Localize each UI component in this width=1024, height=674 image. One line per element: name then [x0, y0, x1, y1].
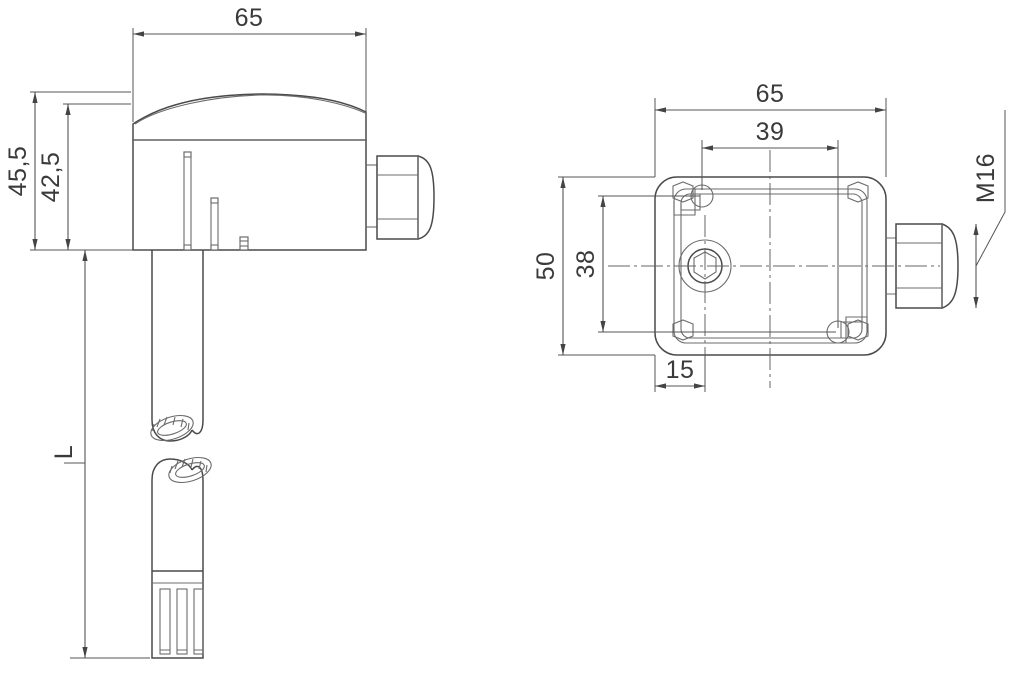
dimension-label-39: 39 [756, 118, 785, 146]
front-plan-view: 65 39 50 38 15 [532, 80, 1006, 392]
dimension-label-65-left: 65 [235, 4, 264, 32]
break-ellipse-lower [168, 456, 212, 484]
dimension-side-width-65: 65 [132, 4, 367, 122]
probe-stem-lower [151, 456, 212, 571]
dimension-label-L: L [50, 445, 78, 459]
dimension-front-offset-15: 15 [654, 355, 706, 392]
dimension-front-height-50: 50 [532, 176, 655, 356]
dimension-label-38: 38 [572, 250, 600, 279]
dimension-label-425: 42,5 [37, 152, 65, 203]
side-cable-gland [366, 155, 435, 240]
front-cable-gland [886, 223, 959, 309]
break-ellipse-upper [150, 414, 194, 442]
side-housing-body [132, 93, 367, 251]
dimension-label-455: 45,5 [4, 146, 32, 197]
dimension-label-65-right: 65 [756, 80, 785, 108]
dimension-front-width-65: 65 [654, 80, 887, 177]
side-elevation-view: 65 45,5 42,5 L [4, 4, 435, 659]
front-center-lines [608, 150, 940, 388]
dimension-gland-thread-M16: M16 [972, 110, 1006, 308]
dimension-label-50: 50 [532, 252, 560, 281]
dimension-front-holespacing-38: 38 [572, 195, 836, 333]
side-internal-posts [183, 151, 249, 251]
dimension-label-15: 15 [666, 356, 695, 384]
dimension-front-holespacing-39: 39 [701, 118, 839, 328]
dimension-probe-length-L: L [50, 249, 150, 659]
probe-filter-cap [151, 570, 204, 659]
probe-stem-upper [150, 250, 204, 442]
dimension-label-M16: M16 [972, 153, 1000, 203]
dimension-side-height-425: 42,5 [37, 103, 131, 251]
